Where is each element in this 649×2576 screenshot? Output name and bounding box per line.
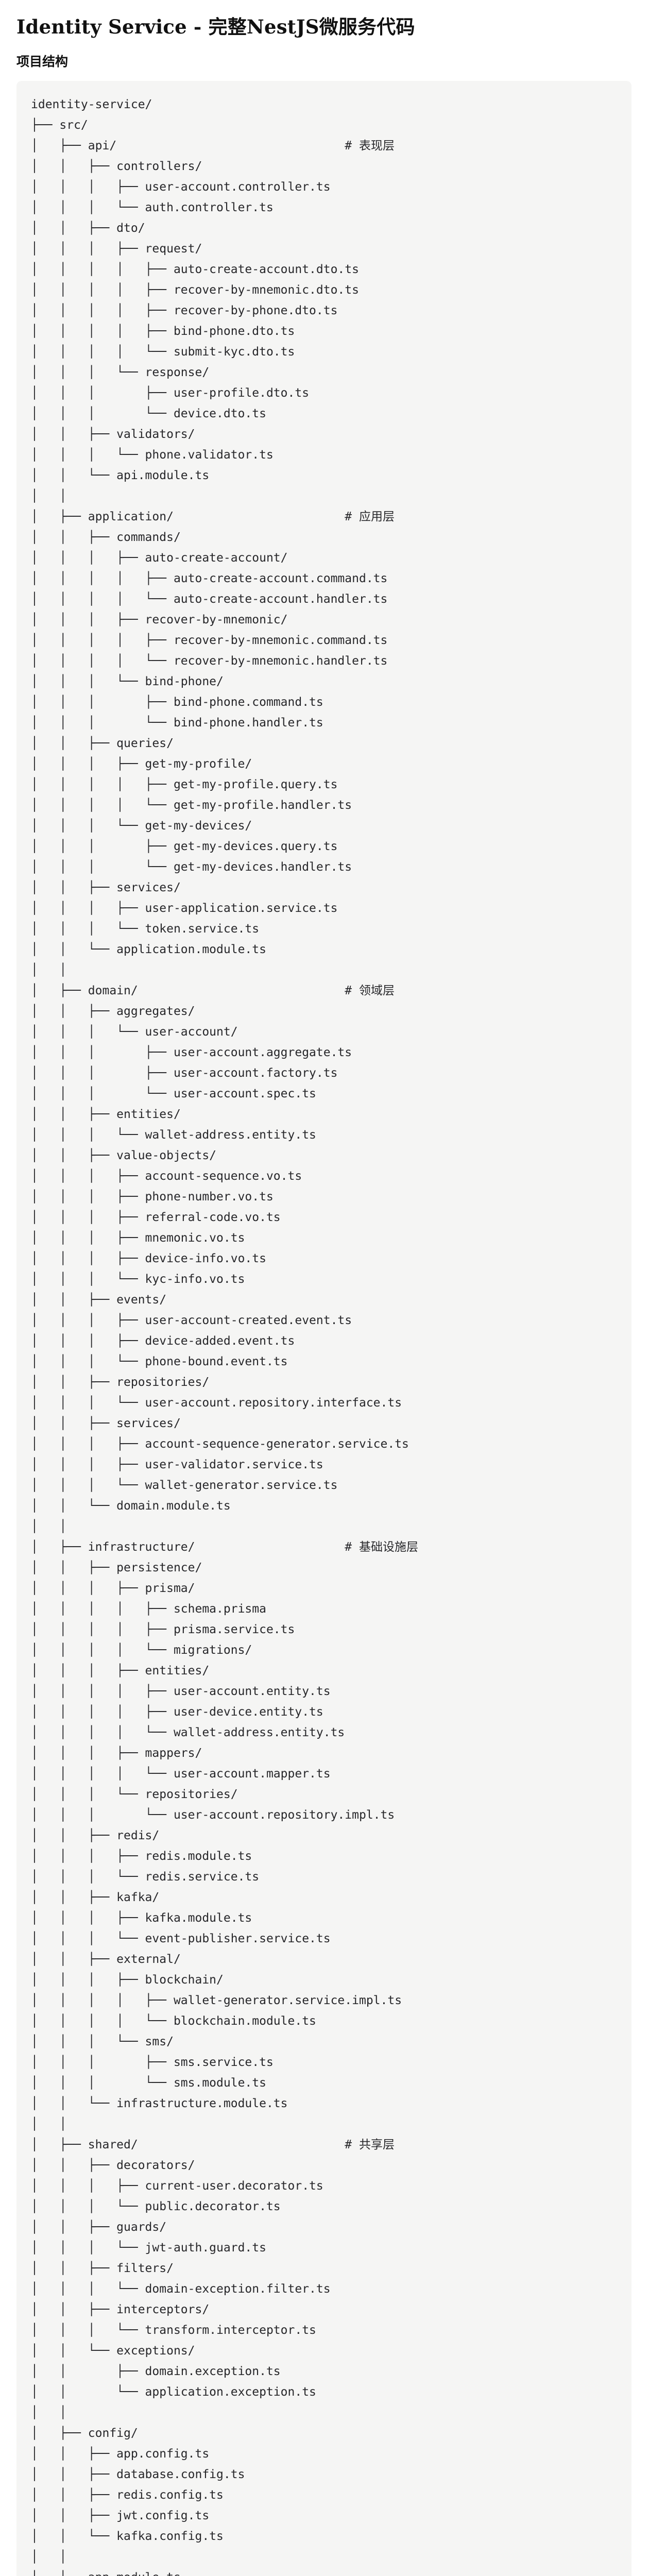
code-block-project-structure: identity-service/ ├── src/ │ ├── api/ # … [16,80,631,2576]
page-title: Identity Service - 完整NestJS微服务代码 [16,15,415,38]
file-tree: identity-service/ ├── src/ │ ├── api/ # … [31,97,418,2576]
section-heading-project-structure: 项目结构 [16,54,69,70]
